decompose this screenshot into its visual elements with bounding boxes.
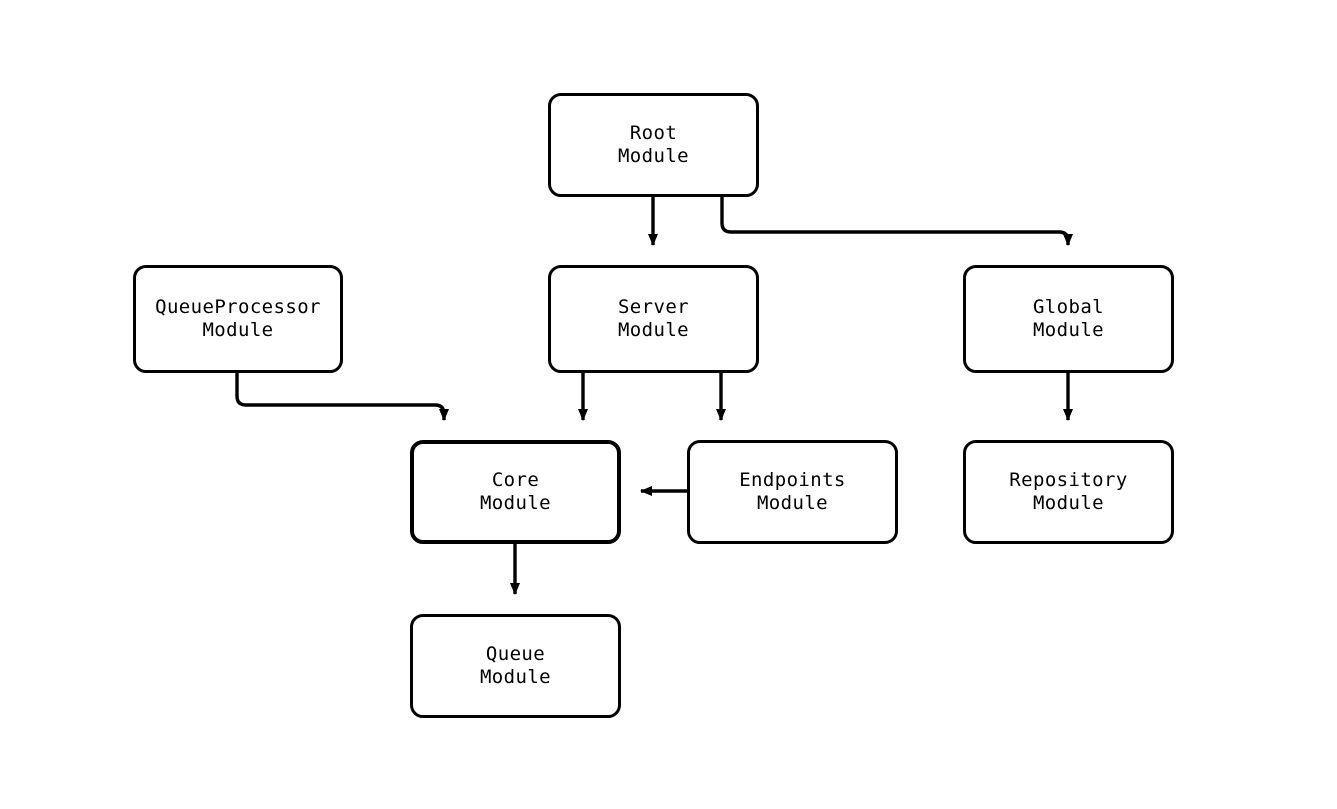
- node-queueprocessor-module-label-line2: Module: [202, 319, 274, 341]
- node-queueprocessor-module-label-line1: QueueProcessor: [155, 296, 321, 318]
- node-server-module-label-line1: Server: [617, 296, 690, 318]
- node-repository-module[interactable]: Repository Module: [963, 440, 1174, 544]
- node-global-module[interactable]: Global Module: [963, 265, 1174, 373]
- node-queue-module-label-line1: Queue: [485, 643, 546, 665]
- node-server-module-label-line2: Module: [617, 319, 690, 341]
- node-core-module-label-line1: Core: [491, 469, 540, 491]
- node-root-module[interactable]: Root Module: [548, 93, 759, 197]
- node-server-module[interactable]: Server Module: [548, 265, 759, 373]
- node-endpoints-module-label-line2: Module: [756, 492, 829, 514]
- node-repository-module-label-line2: Module: [1032, 492, 1105, 514]
- node-global-module-label-line1: Global: [1032, 296, 1105, 318]
- node-global-module-label-line2: Module: [1032, 319, 1105, 341]
- node-repository-module-label-line1: Repository: [1009, 469, 1128, 491]
- node-queue-module[interactable]: Queue Module: [410, 614, 621, 718]
- node-root-module-label-line1: Root: [629, 122, 678, 144]
- node-core-module[interactable]: Core Module: [410, 440, 621, 544]
- node-root-module-label-line2: Module: [617, 145, 690, 167]
- edge-root-global: [720, 197, 1073, 246]
- node-endpoints-module-label-line1: Endpoints: [739, 469, 846, 491]
- node-endpoints-module[interactable]: Endpoints Module: [687, 440, 898, 544]
- node-core-module-label-line2: Module: [479, 492, 552, 514]
- edge-queueprocessor-core: [235, 373, 449, 421]
- node-queueprocessor-module[interactable]: QueueProcessor Module: [133, 265, 343, 373]
- node-queue-module-label-line2: Module: [479, 666, 552, 688]
